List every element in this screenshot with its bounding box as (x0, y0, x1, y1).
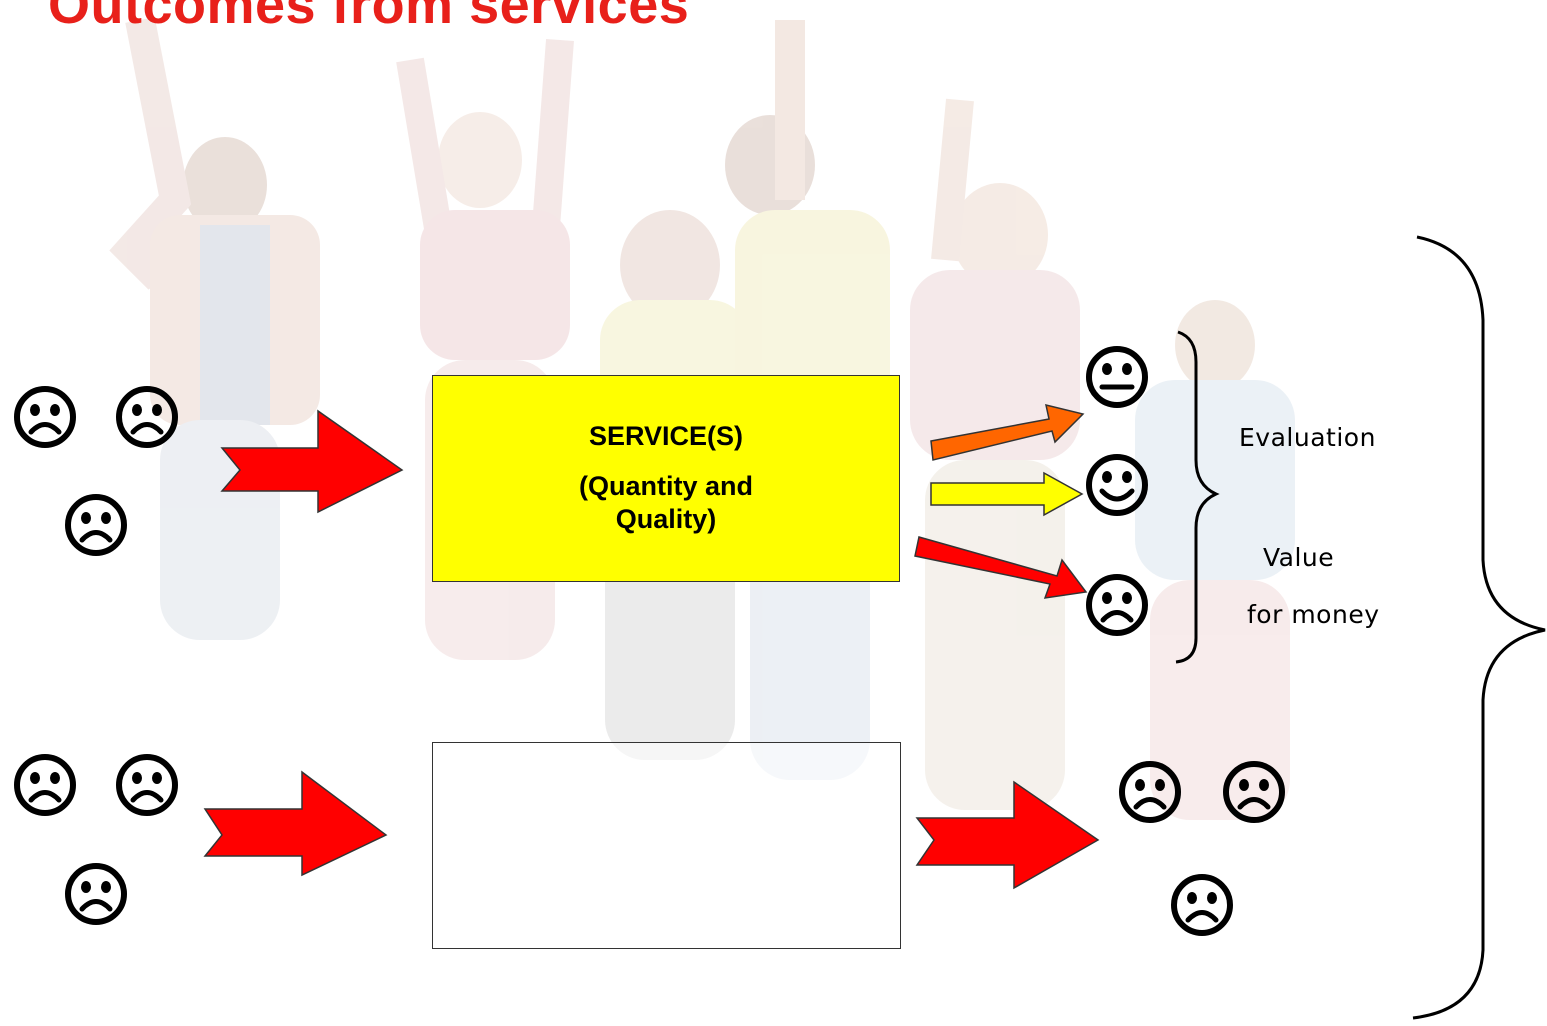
sad-face-icon (1089, 577, 1145, 633)
value-label-line1: Value (1263, 543, 1335, 572)
value-label-line2: for money (1247, 600, 1380, 629)
background-child-figure (1135, 300, 1295, 820)
empty-box (432, 742, 901, 949)
input-arrow-bottom (203, 770, 388, 877)
sad-face-icon (1122, 764, 1178, 820)
small-brace (1175, 330, 1220, 664)
evaluation-label: Evaluation (1239, 423, 1376, 452)
input-arrow-top (220, 409, 404, 514)
sad-face-icon (119, 389, 175, 445)
sad-face-icon (17, 757, 73, 813)
arrow-to-sad (914, 536, 1088, 599)
happy-face-icon (1089, 457, 1145, 513)
sad-face-icon (68, 497, 124, 553)
service-box-heading: SERVICE(S) (588, 420, 744, 451)
background-child-figure (910, 98, 1080, 810)
service-box: SERVICE(S) (Quantity and Quality) (432, 375, 900, 582)
background-child-figure (109, 17, 320, 640)
arrow-to-happy (930, 471, 1084, 517)
neutral-face-icon (1089, 349, 1145, 405)
arrow-to-neutral (930, 403, 1085, 461)
sad-face-icon (17, 389, 73, 445)
outcome-arrow-bottom (915, 780, 1100, 890)
sad-face-icon (68, 866, 124, 922)
sad-face-icon (1174, 877, 1230, 933)
large-brace (1412, 235, 1546, 1020)
service-box-subheading: (Quantity and Quality) (579, 470, 753, 535)
sad-face-icon (1226, 764, 1282, 820)
sad-face-icon (119, 757, 175, 813)
page-title: Outcomes from services (48, 0, 690, 35)
